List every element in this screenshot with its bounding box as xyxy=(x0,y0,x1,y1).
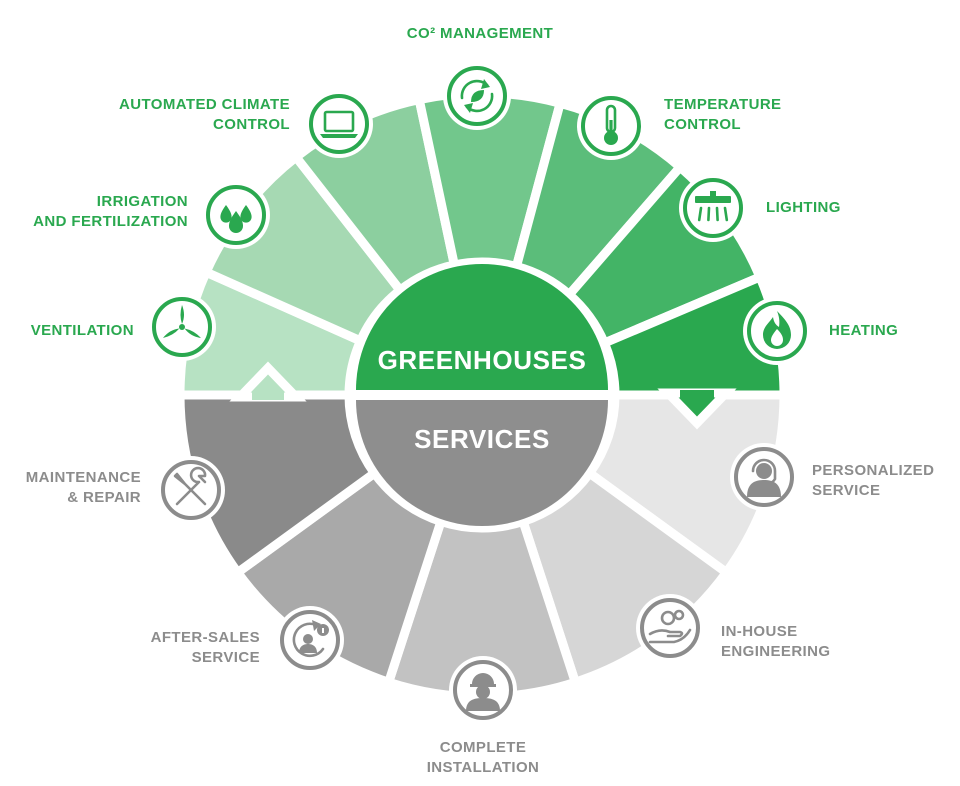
wrench-screwdriver-icon-glyph xyxy=(173,466,207,506)
thermometer-icon xyxy=(577,92,645,160)
label-co2-management: CO² MANAGEMENT xyxy=(406,25,554,42)
thermometer-icon-glyph xyxy=(604,104,618,145)
flame-icon xyxy=(743,297,811,365)
icon-circles xyxy=(148,62,811,724)
label-after-sales-service: AFTER-SALES SERVICE xyxy=(150,629,260,666)
label-heating: HEATING xyxy=(829,322,899,339)
headset-person-icon xyxy=(730,443,798,511)
grow-light-icon-glyph xyxy=(695,191,731,222)
sector-gears-hand xyxy=(517,466,733,688)
co2-cycle-icon xyxy=(443,62,511,130)
hub-greenhouses-half xyxy=(356,264,608,390)
sector-headset-person xyxy=(583,390,789,579)
icon-circle-ring xyxy=(280,610,340,670)
gears-hand-icon-glyph xyxy=(648,609,692,644)
sector-support-cycle xyxy=(231,466,447,688)
icon-circle-ring xyxy=(683,178,743,238)
notch-seam-left xyxy=(252,392,284,400)
sector-fan xyxy=(175,266,367,400)
co2-cycle-icon-glyph xyxy=(460,79,494,113)
laptop-icon xyxy=(305,90,373,158)
worker-helmet-icon xyxy=(449,656,517,724)
support-cycle-icon-glyph xyxy=(292,620,329,658)
icon-circle-ring xyxy=(640,598,700,658)
icon-circle-ring xyxy=(581,96,641,156)
icon-circle-bg xyxy=(679,174,747,242)
sector-wrench-screwdriver xyxy=(175,390,381,579)
fan-icon-glyph xyxy=(162,305,202,338)
sector-flame xyxy=(598,271,789,400)
icon-circle-ring xyxy=(453,660,513,720)
sector-worker-helmet xyxy=(383,515,581,702)
icon-circle-bg xyxy=(305,90,373,158)
icon-circle-ring xyxy=(152,297,212,357)
icon-circle-ring xyxy=(747,301,807,361)
label-irrigation-fertilization: IRRIGATION AND FERTILIZATION xyxy=(33,193,188,230)
hub: GREENHOUSES SERVICES xyxy=(356,264,608,526)
hub-greenhouses-label: GREENHOUSES xyxy=(378,345,587,375)
label-personalized-service: PERSONALIZED SERVICE xyxy=(812,462,935,499)
flame-icon-glyph xyxy=(763,311,791,349)
label-maintenance-repair: MAINTENANCE & REPAIR xyxy=(25,469,141,506)
label-temperature-control: TEMPERATURE CONTROL xyxy=(664,96,782,133)
label-ventilation: VENTILATION xyxy=(30,322,134,339)
icon-circle-ring xyxy=(447,66,507,126)
icon-circle-ring xyxy=(206,185,266,245)
pointer-notches xyxy=(229,361,737,430)
notch-seam-right xyxy=(680,390,714,398)
worker-helmet-icon-glyph xyxy=(466,673,500,711)
sector-ring xyxy=(175,88,789,702)
support-cycle-icon xyxy=(276,606,344,674)
icon-circle-bg xyxy=(636,594,704,662)
icon-circle-ring xyxy=(161,460,221,520)
grow-light-icon xyxy=(679,174,747,242)
label-lighting: LIGHTING xyxy=(766,199,841,216)
wrench-screwdriver-icon xyxy=(157,456,225,524)
water-drops-icon xyxy=(202,181,270,249)
label-automated-climate-control: AUTOMATED CLIMATE CONTROL xyxy=(119,96,290,133)
icon-circle-ring xyxy=(734,447,794,507)
hub-services-half xyxy=(356,400,608,526)
label-complete-installation: COMPLETE INSTALLATION xyxy=(426,739,540,776)
label-in-house-engineering: IN-HOUSE ENGINEERING xyxy=(721,623,831,660)
water-drops-icon-glyph xyxy=(220,205,252,233)
icon-circle-ring xyxy=(309,94,369,154)
fan-icon xyxy=(148,293,216,361)
hub-services-label: SERVICES xyxy=(414,424,550,454)
laptop-icon-glyph xyxy=(320,110,358,138)
gears-hand-icon xyxy=(636,594,704,662)
headset-person-icon-glyph xyxy=(747,458,781,497)
